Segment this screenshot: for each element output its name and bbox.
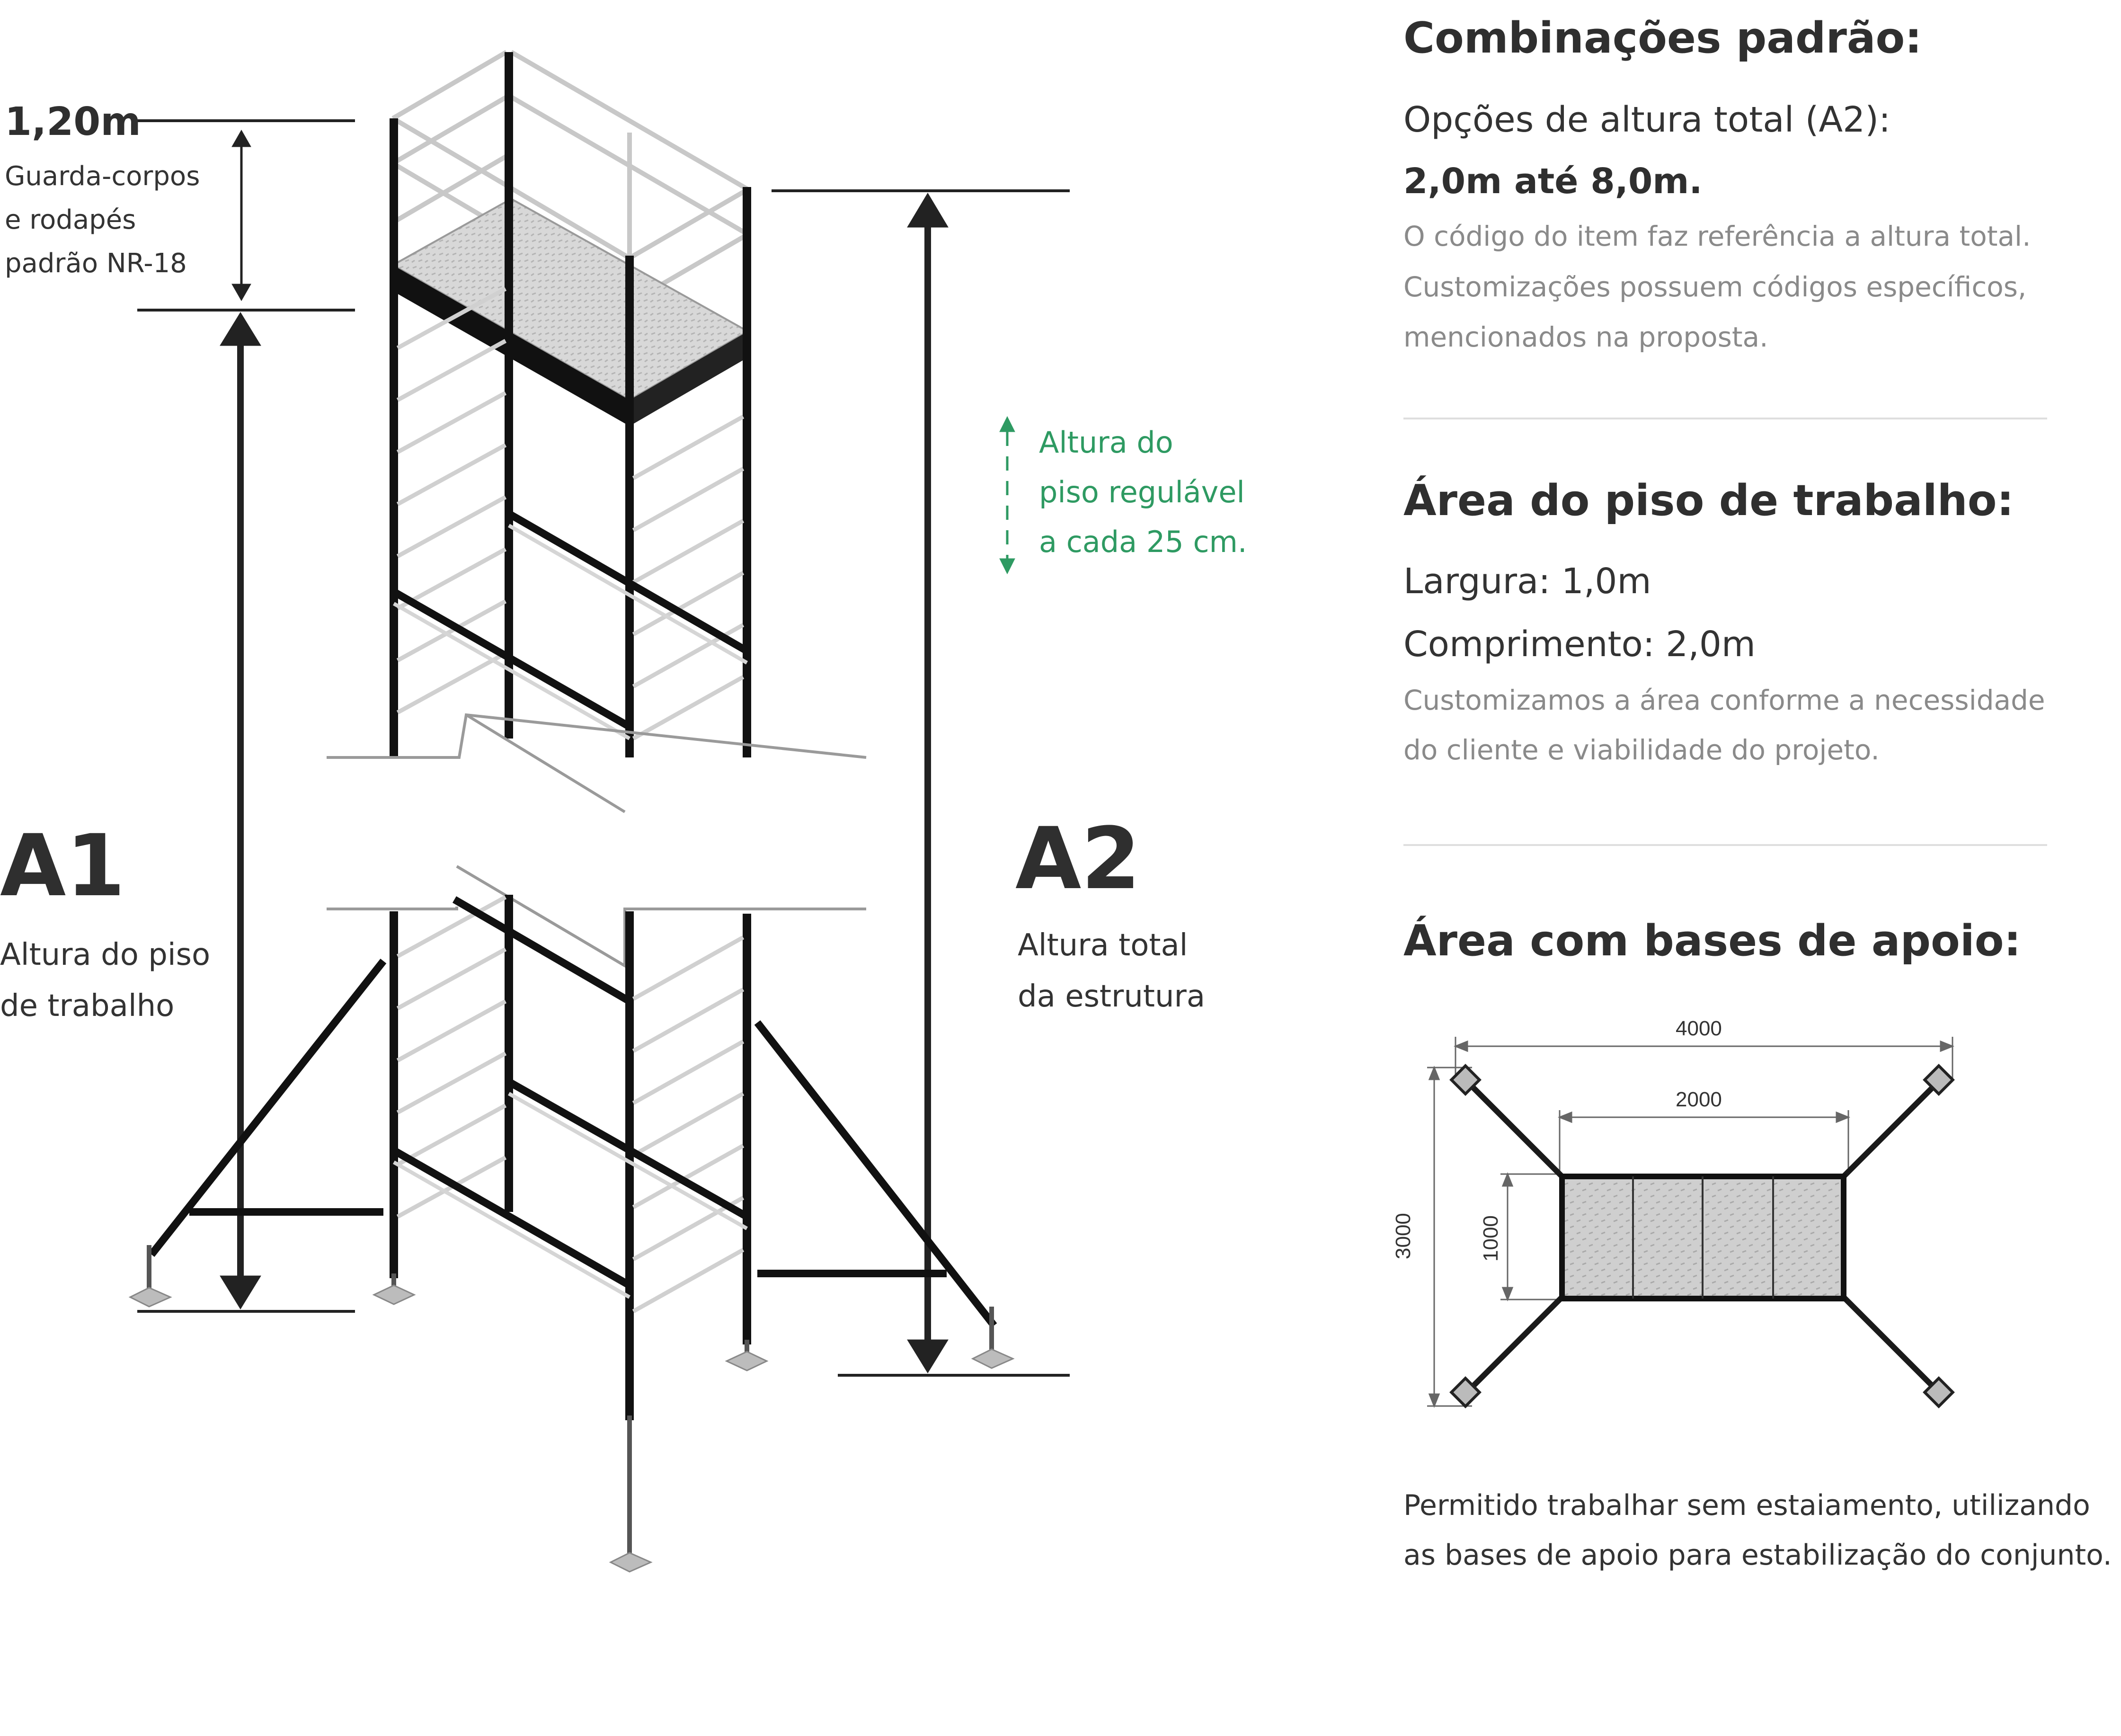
dim-platform-width: 2000: [1676, 1088, 1722, 1111]
section2-width: Largura: 1,0m: [1403, 561, 1651, 602]
adjust-arrow: [999, 416, 1015, 575]
adjust-note-line-2: piso regulável: [1039, 475, 1245, 509]
a1-desc-line-2: de trabalho: [0, 988, 175, 1024]
a2-desc-line-1: Altura total: [1018, 928, 1188, 963]
section2-note-1: Customizamos a área conforme a necessida…: [1403, 684, 2045, 716]
dim-total-depth: 3000: [1392, 1213, 1415, 1259]
scaffold-upper: [390, 50, 751, 757]
divider-2: [1403, 844, 2047, 846]
guard-desc-line-2: e rodapés: [5, 205, 136, 235]
dim-total-width: 4000: [1676, 1017, 1722, 1040]
guard-desc-line-3: padrão NR-18: [5, 248, 187, 279]
a2-desc-line-2: da estrutura: [1018, 979, 1206, 1014]
section2-note-2: do cliente e viabilidade do projeto.: [1403, 734, 1880, 766]
section2-title: Área do piso de trabalho:: [1403, 476, 2014, 525]
section2-length: Comprimento: 2,0m: [1403, 624, 1756, 665]
section1-note-2: Customizações possuem códigos específico…: [1403, 271, 2027, 303]
divider-1: [1403, 418, 2047, 419]
dim-platform-depth: 1000: [1479, 1215, 1502, 1262]
guard-desc-line-1: Guarda-corpos: [5, 161, 200, 192]
section1-range: 2,0m até 8,0m.: [1403, 161, 1703, 202]
a1-label: A1: [0, 817, 125, 916]
section1-note-3: mencionados na proposta.: [1403, 321, 1768, 353]
section3-note-1: Permitido trabalhar sem estaiamento, uti…: [1403, 1489, 2090, 1522]
a1-desc-line-1: Altura do piso: [0, 937, 211, 972]
scaffold-illustration: [128, 50, 1070, 1573]
section1-subtitle: Opções de altura total (A2):: [1403, 99, 1891, 140]
guard-height-label: 1,20m: [5, 99, 141, 144]
dimension-lines: [137, 119, 1070, 1377]
break-gap: [322, 760, 871, 907]
adjust-note-line-3: a cada 25 cm.: [1039, 525, 1247, 559]
section3-note-2: as bases de apoio para estabilização do …: [1403, 1539, 2112, 1572]
adjust-note-line-1: Altura do: [1039, 425, 1173, 460]
section1-note-1: O código do item faz referência a altura…: [1403, 220, 2031, 252]
section3-title: Área com bases de apoio:: [1403, 916, 2021, 966]
a2-label: A2: [1015, 810, 1141, 908]
section1-title: Combinações padrão:: [1403, 13, 1922, 63]
scaffold-lower: [128, 895, 1015, 1573]
